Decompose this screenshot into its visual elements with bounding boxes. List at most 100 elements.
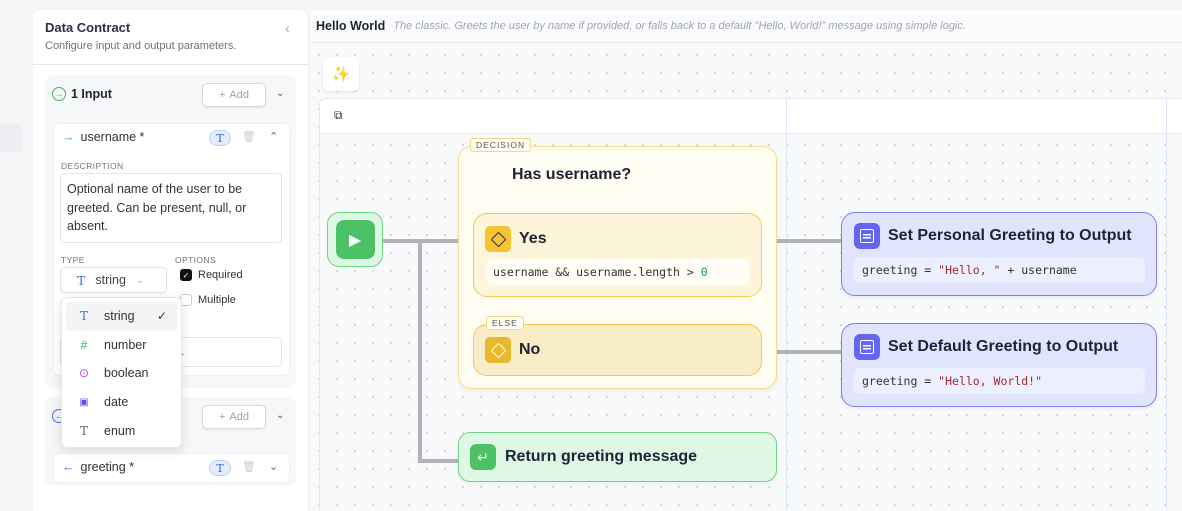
required-option[interactable]: ✓ Required (180, 269, 243, 281)
multiple-label: Multiple (198, 294, 236, 306)
chevron-up-icon[interactable]: ⌃ (269, 131, 279, 143)
condition-code: username && username.length > 0 (486, 259, 750, 285)
edge (776, 239, 842, 243)
decision-node[interactable]: DECISION Has username? Yes username && u… (458, 138, 777, 389)
inputs-heading: → 1 Input (52, 87, 112, 101)
code-number: 0 (700, 265, 708, 279)
plus-icon: + (218, 411, 226, 423)
trash-icon[interactable]: 🗑 (242, 131, 256, 143)
inputs-count: 1 Input (71, 87, 112, 101)
option-label: boolean (104, 366, 149, 381)
workflow-title: Hello World (316, 19, 386, 33)
workflow-title-bar: Hello World The classic. Greets the user… (310, 10, 1182, 43)
text-type-icon: T (79, 309, 88, 324)
diamond-icon (485, 226, 511, 252)
sidebar-nav-item[interactable] (0, 124, 22, 152)
workflow-canvas[interactable]: Hello World The classic. Greets the user… (310, 10, 1182, 511)
param-name: ← greeting * (62, 460, 134, 474)
panel-subtitle: Configure input and output parameters. (45, 40, 237, 52)
text-type-icon: T (77, 272, 86, 288)
code-string: "Hello, " (938, 263, 1001, 277)
divider (33, 64, 309, 65)
type-option-date[interactable]: ▣date (66, 388, 177, 417)
type-label: TYPE (61, 255, 85, 265)
option-label: enum (104, 423, 136, 438)
return-title: Return greeting message (505, 448, 698, 465)
type-value: string (95, 273, 126, 287)
chevron-down-icon: ⌄ (135, 274, 145, 286)
start-node[interactable]: ▶ (327, 212, 383, 267)
options-label: OPTIONS (175, 255, 217, 265)
branch-yes[interactable]: Yes username && username.length > 0 (473, 213, 762, 297)
action-node-default-greeting[interactable]: Set Default Greeting to Output greeting … (841, 323, 1157, 407)
edge (776, 350, 842, 354)
required-checkbox[interactable]: ✓ (180, 269, 192, 281)
action-title: Set Default Greeting to Output (888, 338, 1119, 355)
data-contract-panel: Data Contract Configure input and output… (33, 10, 309, 511)
document-icon (854, 223, 880, 249)
branch-no-label: No (519, 341, 541, 358)
collapse-panel-button[interactable]: ‹ (285, 20, 290, 36)
code-text: username && username.length > (493, 265, 701, 279)
code-text: greeting = (862, 263, 939, 277)
return-icon: ↵ (470, 444, 496, 470)
flow-frame: ⧉ (319, 98, 1182, 511)
param-card-greeting: ← greeting * T 🗑 ⌄ (53, 453, 290, 483)
branch-yes-label: Yes (519, 230, 547, 247)
multiple-option[interactable]: Multiple (180, 294, 236, 306)
description-label: DESCRIPTION (61, 161, 124, 171)
workflow-nodes-icon[interactable]: ⧉ (334, 108, 343, 122)
chevron-down-icon[interactable]: ⌄ (269, 461, 279, 473)
action-node-personal-greeting[interactable]: Set Personal Greeting to Output greeting… (841, 212, 1157, 296)
option-label: date (104, 395, 129, 410)
chevron-down-icon[interactable]: ⌄ (276, 410, 285, 421)
return-node[interactable]: ↵ Return greeting message (458, 432, 777, 482)
option-label: number (104, 337, 147, 352)
toggle-icon: ⊙ (78, 366, 90, 381)
play-icon: ▶ (335, 220, 375, 259)
required-label: Required (198, 269, 243, 281)
lane-divider (786, 98, 787, 511)
param-name-text: greeting * (80, 460, 135, 474)
flow-header: ⧉ (320, 99, 1182, 134)
inputs-section: → 1 Input +Add ⌄ → username * T 🗑 ⌃ DESCRI… (45, 75, 296, 388)
edge (418, 459, 460, 463)
arrow-left-icon: ← (62, 460, 75, 474)
code-text: + username (1000, 263, 1077, 277)
type-badge[interactable]: T (209, 460, 231, 476)
arrow-right-icon: → (62, 130, 75, 144)
action-code: greeting = "Hello, " + username (854, 257, 1145, 283)
sparkle-ai-button[interactable]: ✨ (323, 57, 359, 91)
param-name: → username * (62, 130, 144, 144)
panel-title: Data Contract (45, 20, 131, 35)
workflow-description: The classic. Greets the user by name if … (393, 20, 966, 32)
description-textarea[interactable]: Optional name of the user to be greeted.… (60, 173, 282, 243)
lane-divider (1166, 98, 1167, 511)
param-name-text: username * (80, 130, 145, 144)
add-input-button[interactable]: +Add (202, 83, 266, 107)
option-label: string (104, 309, 135, 324)
code-text: greeting = (862, 374, 939, 388)
action-title: Set Personal Greeting to Output (888, 227, 1132, 244)
input-arrow-icon: → (52, 87, 66, 101)
type-badge[interactable]: T (209, 130, 231, 146)
type-option-number[interactable]: # number (66, 331, 177, 360)
add-label: Add (229, 89, 249, 101)
add-output-button[interactable]: +Add (202, 405, 266, 429)
diamond-icon (485, 337, 511, 363)
text-type-icon: T (79, 423, 88, 438)
type-option-boolean[interactable]: ⊙ boolean (66, 359, 177, 388)
hash-icon: # (80, 337, 88, 352)
trash-icon[interactable]: 🗑 (242, 461, 256, 473)
action-code: greeting = "Hello, World!" (854, 368, 1145, 394)
chevron-down-icon[interactable]: ⌄ (276, 88, 285, 99)
add-label: Add (229, 411, 249, 423)
else-tag: ELSE (486, 316, 524, 330)
check-icon: ✓ (156, 309, 167, 324)
plus-icon: + (218, 89, 226, 101)
branch-else[interactable]: ELSE No (473, 316, 762, 376)
